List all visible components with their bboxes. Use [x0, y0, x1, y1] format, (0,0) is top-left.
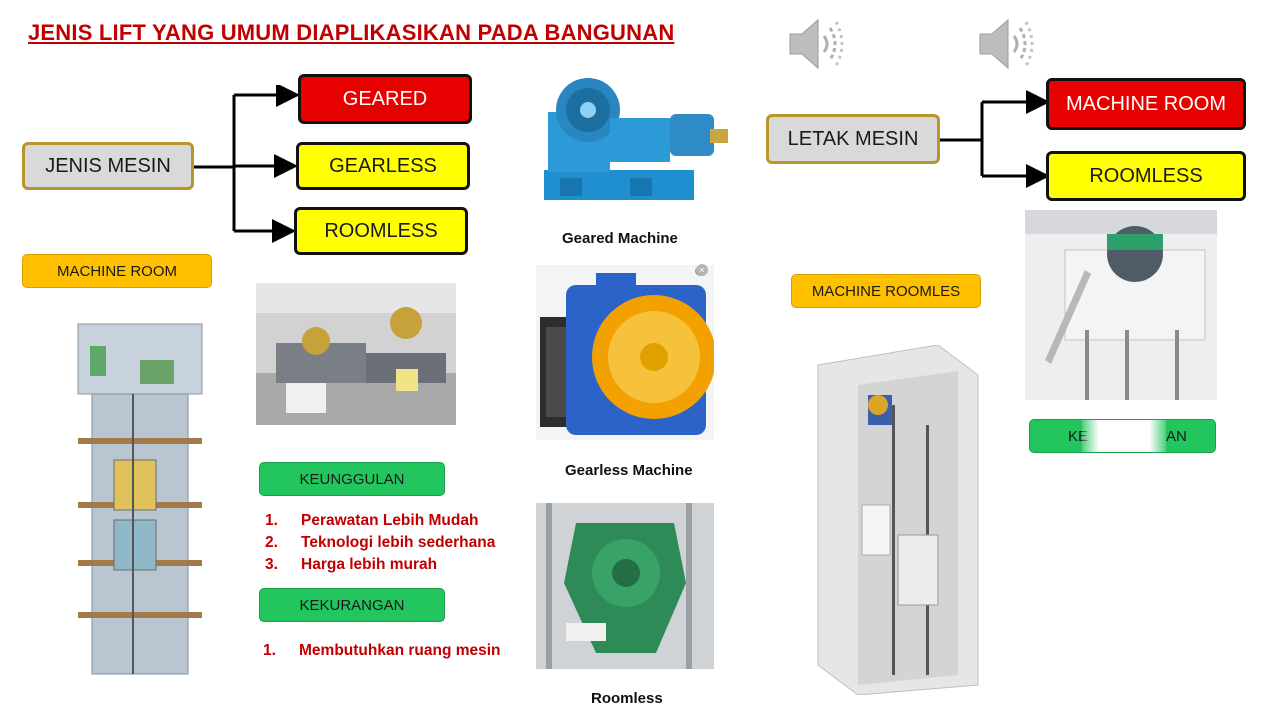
geared-machine-image [540, 74, 734, 206]
roomless-machine-image [536, 503, 714, 669]
list-item: 2. Teknologi lebih sederhana [265, 532, 495, 554]
jenis-mesin-box: JENIS MESIN [22, 142, 194, 190]
list-number: 1. [265, 512, 278, 529]
kekurangan-list: 1. Membutuhkan ruang mesin [263, 640, 501, 662]
machine-roomles-tag: MACHINE ROOMLES [791, 274, 981, 308]
close-icon[interactable]: × [696, 264, 708, 276]
list-number: 2. [265, 534, 278, 551]
list-item: 3. Harga lebih murah [265, 554, 495, 576]
machine-room-tag: MACHINE ROOM [22, 254, 212, 288]
list-number: 3. [265, 556, 278, 573]
machine-room-box: MACHINE ROOM [1046, 78, 1246, 130]
list-number: 1. [263, 642, 276, 659]
gearless-machine-image [536, 265, 714, 440]
left-diagram-connectors [194, 85, 300, 243]
letak-mesin-box: LETAK MESIN [766, 114, 940, 164]
list-text: Perawatan Lebih Mudah [301, 512, 479, 529]
roomless-machine-photo [1025, 210, 1217, 400]
roomless-lift-illustration [808, 345, 988, 695]
tag-overlay [1082, 420, 1166, 452]
list-text: Teknologi lebih sederhana [301, 534, 496, 551]
keunggulan-list: 1. Perawatan Lebih Mudah 2. Teknologi lebi… [265, 510, 495, 576]
list-text: Harga lebih murah [301, 556, 438, 573]
roomless-caption: Roomless [591, 690, 663, 707]
keunggulan-tag: KEUNGGULAN [259, 462, 445, 496]
machine-room-lift-illustration [70, 320, 210, 680]
roomless-box: ROOMLESS [294, 207, 468, 255]
machine-room-photo [256, 283, 456, 425]
gearless-caption: Gearless Machine [565, 462, 693, 479]
gearless-box: GEARLESS [296, 142, 470, 190]
list-item: 1. Membutuhkan ruang mesin [263, 640, 501, 662]
partial-tag-end: AN [1166, 428, 1187, 445]
speaker-icon[interactable] [786, 14, 850, 74]
list-item: 1. Perawatan Lebih Mudah [265, 510, 495, 532]
partial-green-tag: KE AN [1029, 419, 1216, 453]
geared-caption: Geared Machine [562, 230, 678, 247]
geared-box: GEARED [298, 74, 472, 124]
right-diagram-connectors [940, 90, 1050, 188]
page-title: JENIS LIFT YANG UMUM DIAPLIKASIKAN PADA … [28, 20, 675, 45]
roomless-right-box: ROOMLESS [1046, 151, 1246, 201]
speaker-icon[interactable] [976, 14, 1040, 74]
kekurangan-tag: KEKURANGAN [259, 588, 445, 622]
list-text: Membutuhkan ruang mesin [299, 642, 501, 659]
